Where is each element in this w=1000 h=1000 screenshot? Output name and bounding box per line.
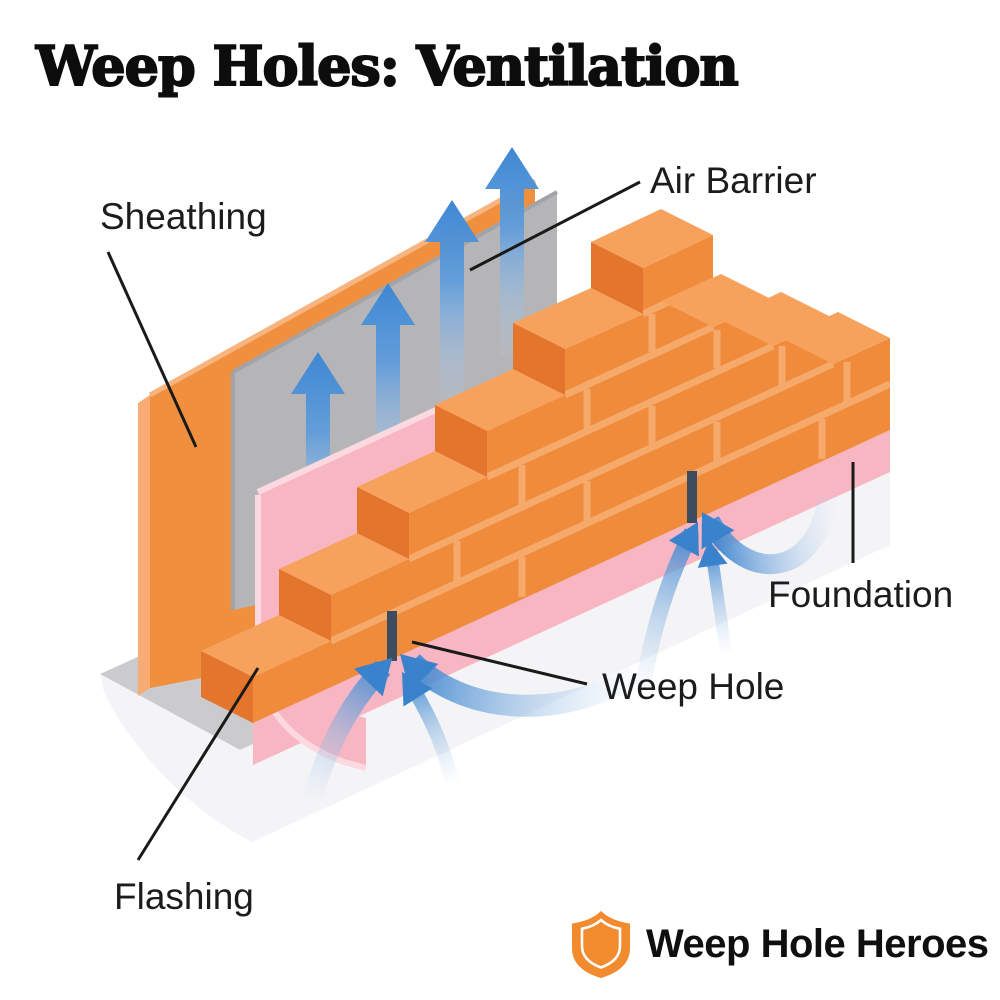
curved-arrow-icon xyxy=(634,528,700,694)
label-air-barrier: Air Barrier xyxy=(650,160,817,201)
leader-line-flashing xyxy=(136,667,260,861)
shield-icon xyxy=(572,911,630,978)
label-sheathing: Sheathing xyxy=(100,196,267,237)
brick-end-faces xyxy=(201,242,643,723)
label-weep-hole: Weep Hole xyxy=(602,666,785,707)
curved-arrow-icon xyxy=(404,654,641,717)
brick-wall xyxy=(201,209,890,723)
weep-airflow-right xyxy=(634,494,838,694)
arrow-up-icon xyxy=(425,200,479,410)
label-flashing: Flashing xyxy=(114,876,254,917)
weep-hole-slot-left xyxy=(387,611,397,661)
page-title: Weep Holes: Ventilation xyxy=(35,33,740,99)
arrow-up-icon xyxy=(291,352,345,562)
leader-line-sheathing xyxy=(106,251,198,448)
arrow-up-icon xyxy=(485,147,539,357)
weep-airflow-left xyxy=(302,654,641,801)
arrow-up-icon xyxy=(361,283,415,493)
brick-top-faces xyxy=(201,209,890,677)
logo-text: Weep Hole Heroes xyxy=(646,921,989,966)
leader-line-air-barrier xyxy=(469,180,641,272)
cavity-airflow-arrows xyxy=(291,147,539,562)
curved-arrow-icon xyxy=(701,494,838,575)
leader-lines xyxy=(106,180,855,861)
leader-line-weep-hole xyxy=(411,640,588,686)
weep-hole-slot-right xyxy=(687,471,697,523)
label-foundation: Foundation xyxy=(768,574,954,615)
brand-logo: Weep Hole Heroes xyxy=(570,908,989,980)
mortar-joints xyxy=(329,277,890,645)
